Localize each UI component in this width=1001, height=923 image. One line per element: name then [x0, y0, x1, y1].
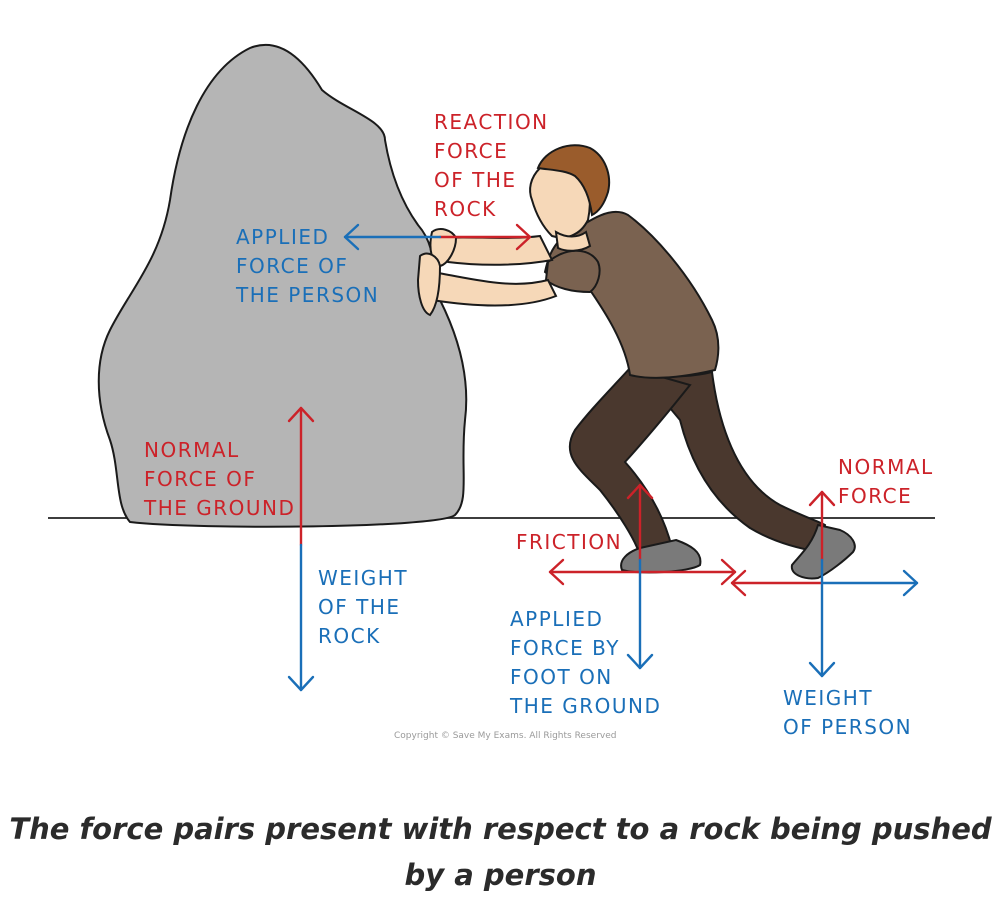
arrow-weight-person [808, 558, 836, 678]
label-applied-force-foot: APPLIED FORCE BY FOOT ON THE GROUND [510, 607, 662, 718]
figure-caption: The force pairs present with respect to … [9, 812, 992, 892]
arrow-normal-force-ground [287, 406, 315, 547]
person-hand-lower [416, 252, 442, 317]
arrow-foot-push-right [820, 569, 919, 597]
copyright-notice: Copyright © Save My Exams. All Rights Re… [394, 731, 617, 741]
rock [97, 43, 468, 528]
arrow-normal-force [808, 490, 836, 562]
person-back-shoe [790, 523, 856, 580]
label-normal-force-ground: NORMAL FORCE OF THE GROUND [144, 438, 296, 520]
force-pairs-diagram [48, 43, 935, 692]
arrow-friction-left [548, 558, 737, 586]
label-weight-person: WEIGHT OF PERSON [783, 686, 913, 739]
person-front-leg [568, 366, 692, 557]
arrow-applied-force-foot [626, 558, 654, 670]
person-sleeve [544, 249, 601, 294]
label-applied-force-person: APPLIED FORCE OF THE PERSON [236, 225, 380, 307]
arrow-applied-force-person [343, 223, 442, 251]
label-friction: FRICTION [516, 530, 623, 554]
label-weight-rock: WEIGHT OF THE ROCK [318, 566, 409, 648]
arrow-foot-normal-up [626, 483, 654, 562]
person-hair [536, 144, 610, 217]
person-front-shoe [620, 538, 702, 574]
arrow-friction-right-pair [730, 569, 824, 597]
person-back-leg [637, 370, 827, 554]
label-normal-force: NORMAL FORCE [838, 455, 934, 508]
person-lower-arm [431, 270, 558, 307]
arrow-weight-rock [287, 543, 315, 692]
arrow-reaction-force [438, 223, 532, 251]
label-reaction-force: REACTION FORCE OF THE ROCK [434, 110, 549, 221]
person-neck [554, 230, 592, 252]
